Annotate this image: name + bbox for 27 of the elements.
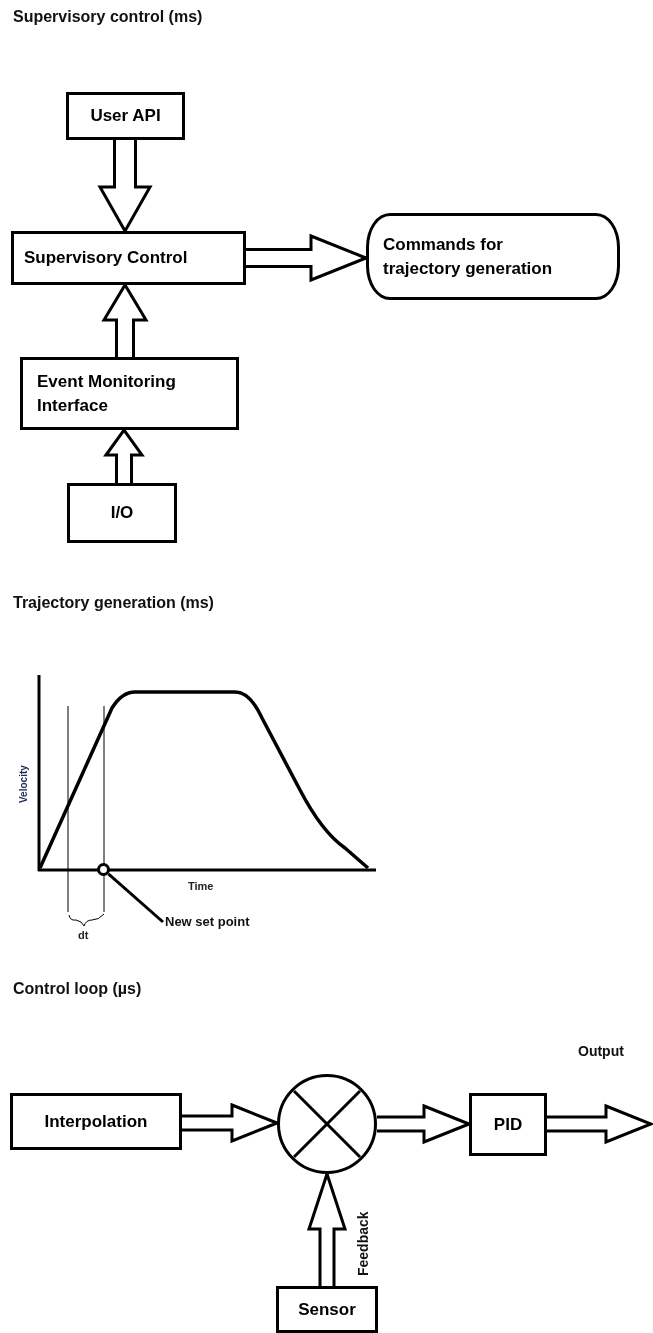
box-label: Supervisory Control — [24, 247, 188, 270]
axis-label: Velocity — [18, 765, 29, 803]
io-box — [67, 483, 177, 543]
annotation-text: New set point — [165, 914, 250, 929]
box-label: I/O — [110, 502, 134, 525]
box-label: Commands for trajectory generation — [383, 233, 554, 280]
box-label: Event Monitoring Interface — [37, 370, 177, 417]
process-box — [10, 1093, 182, 1150]
box-label: User API — [90, 105, 161, 128]
box-label: Interpolation — [44, 1110, 148, 1133]
section-heading: Supervisory control (ms) — [13, 8, 203, 26]
sensor-box — [276, 1286, 378, 1333]
section-heading: Trajectory generation (ms) — [13, 594, 214, 612]
set-point-marker — [97, 863, 110, 876]
box-label: PID — [493, 1113, 523, 1136]
process-box — [20, 357, 239, 430]
terminal-box — [366, 213, 620, 300]
edge-label: Output — [578, 1043, 624, 1059]
section-heading: Control loop (µs) — [13, 980, 142, 998]
api-box — [66, 92, 185, 140]
axis-label: Time — [188, 880, 214, 892]
leader-line — [107, 872, 164, 924]
edge-label: Feedback — [355, 1211, 371, 1276]
controller-box — [469, 1093, 547, 1156]
process-box — [11, 231, 246, 285]
box-label: Sensor — [298, 1298, 356, 1321]
interval-label: dt — [78, 929, 89, 941]
